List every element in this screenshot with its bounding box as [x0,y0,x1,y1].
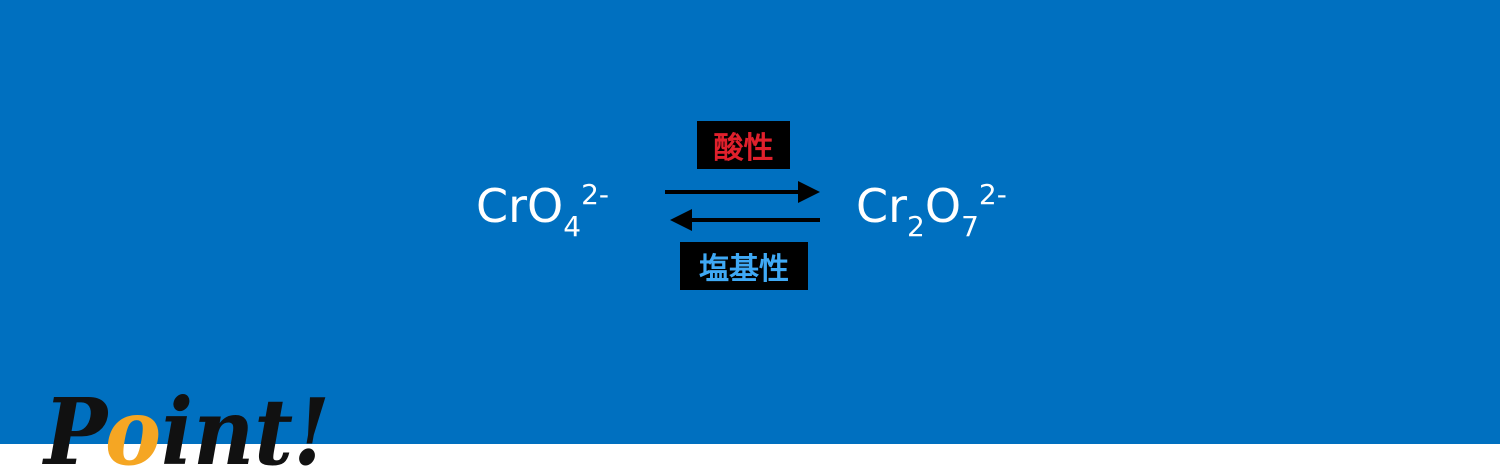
logo-letters-int: int! [161,378,330,474]
svg-text:Point!: Point! [41,378,330,474]
equilibrium-arrows [665,181,820,231]
chromate-main: CrO [476,179,564,233]
forward-arrow-head [798,181,820,203]
logo-letter-o: o [105,378,161,474]
dichromate-charge: 2- [978,178,1007,211]
chromate-ion-formula: CrO42- [476,181,609,241]
basic-condition-label: 塩基性 [680,242,808,290]
acidic-condition-label: 酸性 [697,121,790,169]
reverse-arrow-head [670,209,692,231]
logo-letter-p: P [41,378,110,474]
acidic-condition-text: 酸性 [713,131,774,166]
dichromate-main-cr: Cr [856,179,908,233]
chromate-charge: 2- [581,178,609,211]
dichromate-main-o: O [924,179,962,233]
dichromate-subscript-cr: 2 [907,210,925,243]
dichromate-ion-formula: Cr2O72- [856,181,1007,241]
chromate-subscript: 4 [563,210,582,243]
dichromate-subscript-o: 7 [961,210,979,243]
point-logo: Point! [41,378,330,474]
basic-condition-text: 塩基性 [699,252,789,287]
